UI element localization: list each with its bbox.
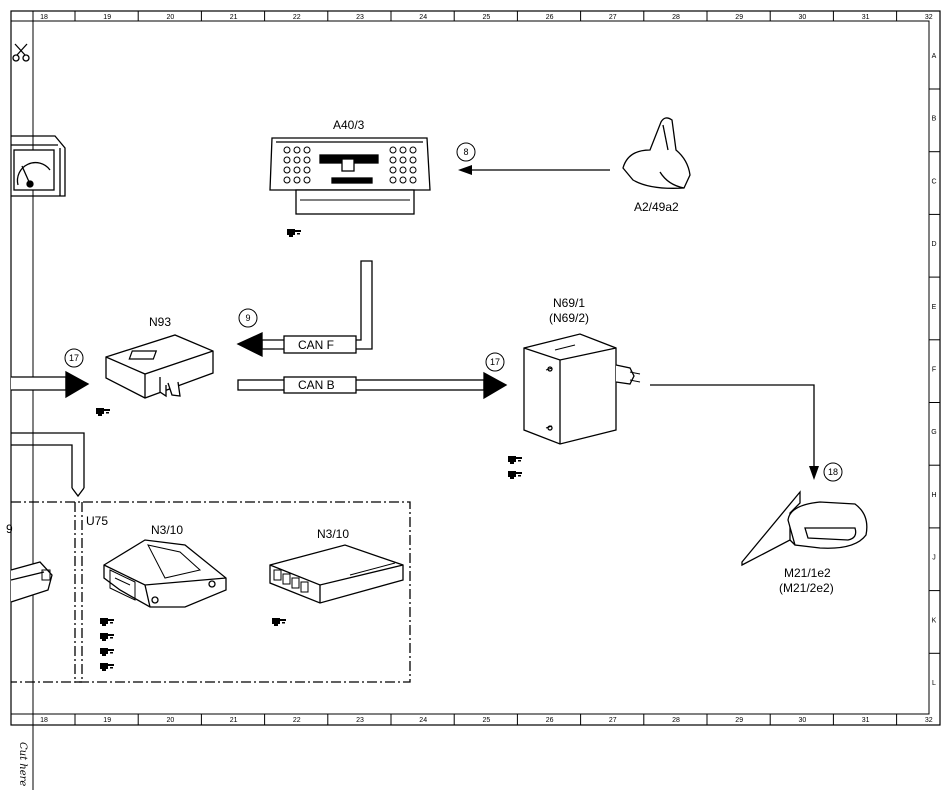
ruler-column-label: 30 xyxy=(799,717,807,724)
ruler-bottom: 18 19 20 21 22 23 24 25 26 27 28 29 30 31 32 xyxy=(40,714,933,725)
svg-text:18: 18 xyxy=(828,467,838,477)
ruler-column-label: 31 xyxy=(862,717,870,724)
n3-10-right-label: N3/10 xyxy=(317,527,349,541)
ruler-row-label: A xyxy=(932,53,937,60)
drawing-border xyxy=(10,20,930,715)
u75-label: U75 xyxy=(86,514,108,528)
reference-icon xyxy=(287,229,301,237)
mirror-signal-line xyxy=(650,384,815,468)
reference-icon xyxy=(100,648,114,656)
ruler-row-label: L xyxy=(932,680,936,687)
n69-2-label: (N69/2) xyxy=(549,311,589,325)
a2-49a2-label: A2/49a2 xyxy=(634,200,679,214)
head-unit-a40-3 xyxy=(269,137,431,215)
ruler-column-label: 22 xyxy=(293,717,301,724)
module-n93 xyxy=(105,334,214,399)
ruler-column-label: 21 xyxy=(230,717,238,724)
reference-icon xyxy=(96,408,110,416)
ruler-column-label: 26 xyxy=(546,717,554,724)
n3-10-left-label: N3/10 xyxy=(151,523,183,537)
ruler-column-label: 27 xyxy=(609,717,617,724)
can-f-label: CAN F xyxy=(298,338,334,352)
reference-icon xyxy=(100,633,114,641)
ruler-row-label: F xyxy=(932,367,936,374)
ruler-column-label: 29 xyxy=(735,717,743,724)
ruler-top: 18 19 20 21 22 23 24 25 26 27 28 29 30 31 32 xyxy=(40,11,933,21)
module-n69-1 xyxy=(523,333,641,445)
ruler-row-label: K xyxy=(932,617,937,624)
reference-icon xyxy=(508,471,522,479)
ruler-column-label: 18 xyxy=(40,14,48,21)
n93-label: N93 xyxy=(149,315,171,329)
mirror-signal-arrowhead xyxy=(809,466,819,480)
partial-module-left xyxy=(10,561,53,603)
ruler-row-label: H xyxy=(931,492,936,499)
ruler-column-label: 23 xyxy=(356,14,364,21)
callout-8: 8 xyxy=(456,142,476,162)
ruler-column-label: 28 xyxy=(672,14,680,21)
n69-1-label: N69/1 xyxy=(553,296,585,310)
svg-text:17: 17 xyxy=(69,353,79,363)
ruler-column-label: 31 xyxy=(862,14,870,21)
callout-9: 9 xyxy=(238,308,258,328)
ruler-column-label: 23 xyxy=(356,717,364,724)
svg-text:9: 9 xyxy=(245,313,250,323)
reference-icon xyxy=(272,618,286,626)
can-b-bus xyxy=(237,371,508,400)
ruler-column-label: 20 xyxy=(167,717,175,724)
ruler-column-label: 25 xyxy=(483,717,491,724)
ruler-column-label: 19 xyxy=(103,14,111,21)
callout-18: 18 xyxy=(823,462,843,482)
ruler-column-label: 32 xyxy=(925,717,933,724)
svg-text:17: 17 xyxy=(490,357,500,367)
cut-here-text: Cut here xyxy=(17,742,28,786)
ruler-column-label: 24 xyxy=(419,14,427,21)
ruler-column-label: 28 xyxy=(672,717,680,724)
ruler-column-label: 20 xyxy=(167,14,175,21)
reference-icon xyxy=(508,456,522,464)
can-f-bus xyxy=(236,260,373,358)
ruler-right: A B C D E F G H J K L xyxy=(929,53,940,687)
ruler-column-label: 19 xyxy=(103,717,111,724)
ruler-column-label: 18 xyxy=(40,717,48,724)
u75-group-boxes xyxy=(11,501,411,683)
ruler-column-label: 22 xyxy=(293,14,301,21)
mirror-m21-1e2 xyxy=(741,490,868,567)
ecu-n3-10-right xyxy=(269,544,404,604)
left-input-bus xyxy=(11,370,90,399)
ruler-column-label: 32 xyxy=(925,14,933,21)
ruler-row-label: B xyxy=(932,116,937,123)
ruler-column-label: 21 xyxy=(230,14,238,21)
ruler-row-label: E xyxy=(932,304,937,311)
reference-icon xyxy=(100,618,114,626)
callout-17-right: 17 xyxy=(485,352,505,372)
ruler-row-label: G xyxy=(931,429,936,436)
antenna-signal-arrowhead xyxy=(458,165,472,175)
ruler-column-label: 30 xyxy=(799,14,807,21)
partial-label: 9 xyxy=(6,522,13,536)
ruler-column-label: 27 xyxy=(609,14,617,21)
callout-17-left: 17 xyxy=(64,348,84,368)
instrument-cluster-partial xyxy=(11,135,66,197)
ruler-row-label: C xyxy=(931,178,936,185)
ruler-column-label: 24 xyxy=(419,717,427,724)
ruler-column-label: 26 xyxy=(546,14,554,21)
scissors-icon xyxy=(12,43,30,62)
ruler-row-label: J xyxy=(932,555,936,562)
ruler-row-label: D xyxy=(931,241,936,248)
can-b-label: CAN B xyxy=(298,378,335,392)
m21-2e2-label: (M21/2e2) xyxy=(779,581,834,595)
svg-text:8: 8 xyxy=(463,147,468,157)
ruler-column-label: 25 xyxy=(483,14,491,21)
a40-3-label: A40/3 xyxy=(333,118,365,132)
antenna-a2-49a2 xyxy=(622,117,691,189)
u75-supply-bus xyxy=(11,432,85,498)
m21-1e2-label: M21/1e2 xyxy=(784,566,831,580)
ruler-column-label: 29 xyxy=(735,14,743,21)
ecu-n3-10-left xyxy=(103,539,227,608)
reference-icon xyxy=(100,663,114,671)
